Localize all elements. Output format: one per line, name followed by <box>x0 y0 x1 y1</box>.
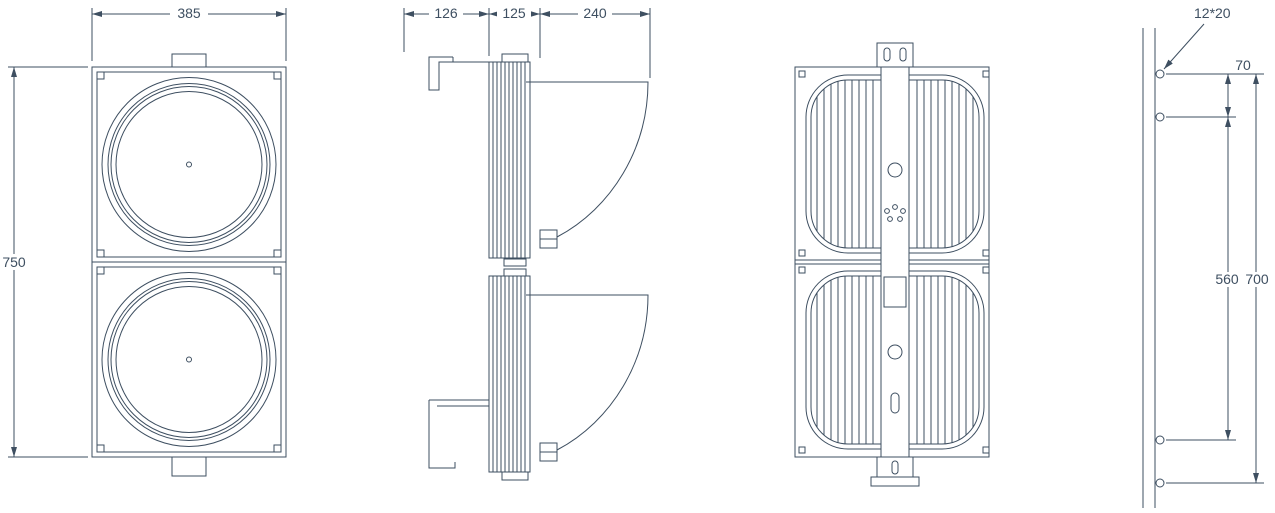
side-visor-bottom <box>526 294 649 451</box>
side-bottom-cap <box>501 471 529 481</box>
rear-fins-bottom <box>816 276 974 444</box>
dim-side-depth-mask <box>497 6 531 21</box>
mounting-hole-3 <box>1155 435 1165 445</box>
dim-side-visor-label: 240 <box>583 5 607 21</box>
side-body-ribs-top <box>492 62 526 258</box>
side-visor-top <box>526 81 649 238</box>
mounting-hole-4 <box>1155 478 1165 488</box>
side-mounting-hook-bottom <box>428 399 489 469</box>
dim-slot-size-label: 12*20 <box>1194 5 1231 21</box>
front-corner-screws <box>96 71 282 453</box>
detail-extension-lines <box>1166 73 1264 484</box>
mounting-detail <box>1142 23 1264 508</box>
dimension-labels: 385 750 126 125 240 12*20 70 560 700 <box>0 5 1274 287</box>
front-extension-lines <box>8 8 287 458</box>
dim-hole-gap-overall-label: 700 <box>1245 271 1269 287</box>
front-lens-bottom-center-dot <box>186 356 192 363</box>
rear-bottom-tab-slot <box>891 460 899 475</box>
side-visor-top-latch-1 <box>539 229 558 240</box>
rear-view <box>794 42 990 487</box>
dim-hole-gap-middle-mask <box>1210 272 1245 287</box>
side-visor-top-latch-2 <box>539 238 558 249</box>
pole-edge-lines <box>1142 28 1156 508</box>
rear-junction-box <box>883 276 907 308</box>
rear-hole-upper <box>887 162 903 178</box>
mounting-hole-1 <box>1155 69 1165 79</box>
front-lens-top <box>101 77 277 252</box>
dim-front-width-label: 385 <box>177 5 201 21</box>
side-visor-bottom-latch-1 <box>539 442 558 453</box>
side-extension-lines <box>403 8 651 78</box>
front-view <box>8 8 287 477</box>
dim-front-height-mask <box>0 254 29 270</box>
front-hanger-tab-bottom <box>171 456 207 477</box>
rear-corner-screws <box>798 70 990 454</box>
side-body-ribs-bottom <box>492 276 526 472</box>
side-hinge-lower <box>503 268 527 277</box>
rear-vent-holes <box>884 204 906 222</box>
dim-side-visor-mask <box>578 6 612 21</box>
rear-slot-lower <box>890 392 900 414</box>
rear-hole-lower <box>887 344 903 360</box>
front-lens-bottom <box>101 272 277 447</box>
rear-tab-slot-left <box>883 47 891 62</box>
dim-side-offset-mask <box>429 6 463 21</box>
front-door-top <box>96 71 282 258</box>
side-visor-bottom-latch-2 <box>539 451 558 462</box>
side-top-cap <box>501 53 529 63</box>
dim-hole-gap-top-label: 70 <box>1235 57 1251 73</box>
rear-tab-slot-right <box>899 47 907 62</box>
dim-hole-gap-overall-mask <box>1239 272 1274 287</box>
dim-front-width-mask <box>170 6 208 21</box>
dim-hole-gap-middle-label: 560 <box>1215 271 1239 287</box>
rear-fins-top <box>816 80 974 248</box>
rear-bottom-flange <box>870 476 920 487</box>
dim-front-height-label: 750 <box>2 254 26 270</box>
front-lens-top-center-dot <box>186 161 192 168</box>
dim-side-depth-label: 125 <box>502 5 526 21</box>
rear-mounting-tab-top <box>876 42 914 68</box>
front-hanger-tab-top <box>171 53 207 68</box>
rear-center-channel-fill <box>881 67 909 457</box>
side-view <box>403 8 651 481</box>
rear-center-channel-edges <box>880 67 910 457</box>
slot-leader-line <box>1163 23 1205 70</box>
front-door-bottom <box>96 266 282 453</box>
dim-side-offset-label: 126 <box>434 5 458 21</box>
side-mounting-hook-top <box>428 56 489 91</box>
mounting-hole-2 <box>1155 112 1165 122</box>
side-hinge-upper <box>503 258 527 267</box>
